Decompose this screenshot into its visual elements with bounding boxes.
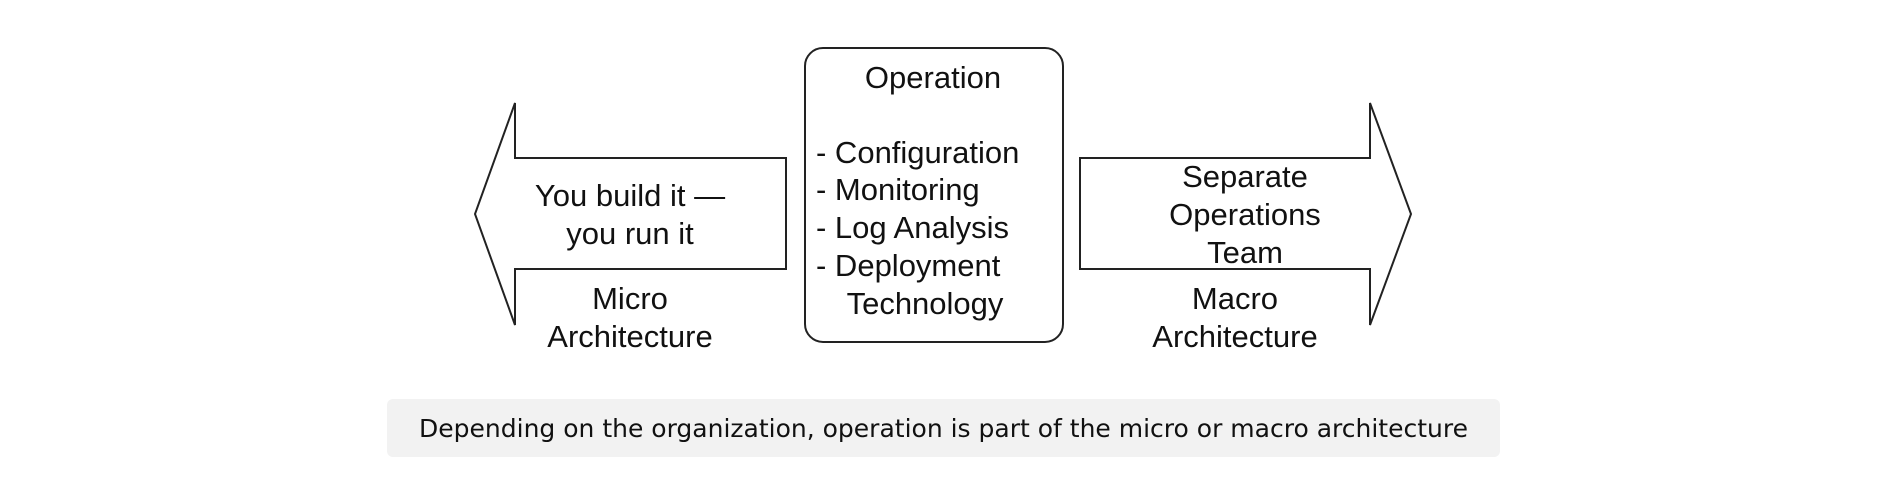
operation-item-5: Technology [847, 286, 1004, 321]
left-arrow-line-2: you run it [566, 216, 694, 251]
operation-title: Operation [865, 60, 1001, 95]
right-label-line-1: Macro [1192, 281, 1278, 316]
right-label-line-2: Architecture [1152, 319, 1317, 354]
right-arrow-shape [1079, 102, 1413, 326]
right-arrow-line-1: Separate [1182, 159, 1308, 194]
right-arrow-line-2: Operations [1169, 197, 1321, 232]
left-label-line-2: Architecture [547, 319, 712, 354]
operation-item-4: - Deployment [816, 248, 1001, 283]
left-arrow-line-1: You build it — [535, 178, 725, 213]
operation-item-2: - Monitoring [816, 172, 980, 207]
left-label-line-1: Micro [592, 281, 668, 316]
operation-box [804, 47, 1064, 343]
caption: Depending on the organization, operation… [387, 399, 1500, 457]
operation-item-1: - Configuration [816, 135, 1019, 170]
operation-item-3: - Log Analysis [816, 210, 1009, 245]
left-arrow-shape [473, 102, 787, 326]
right-arrow-line-3: Team [1207, 235, 1283, 270]
